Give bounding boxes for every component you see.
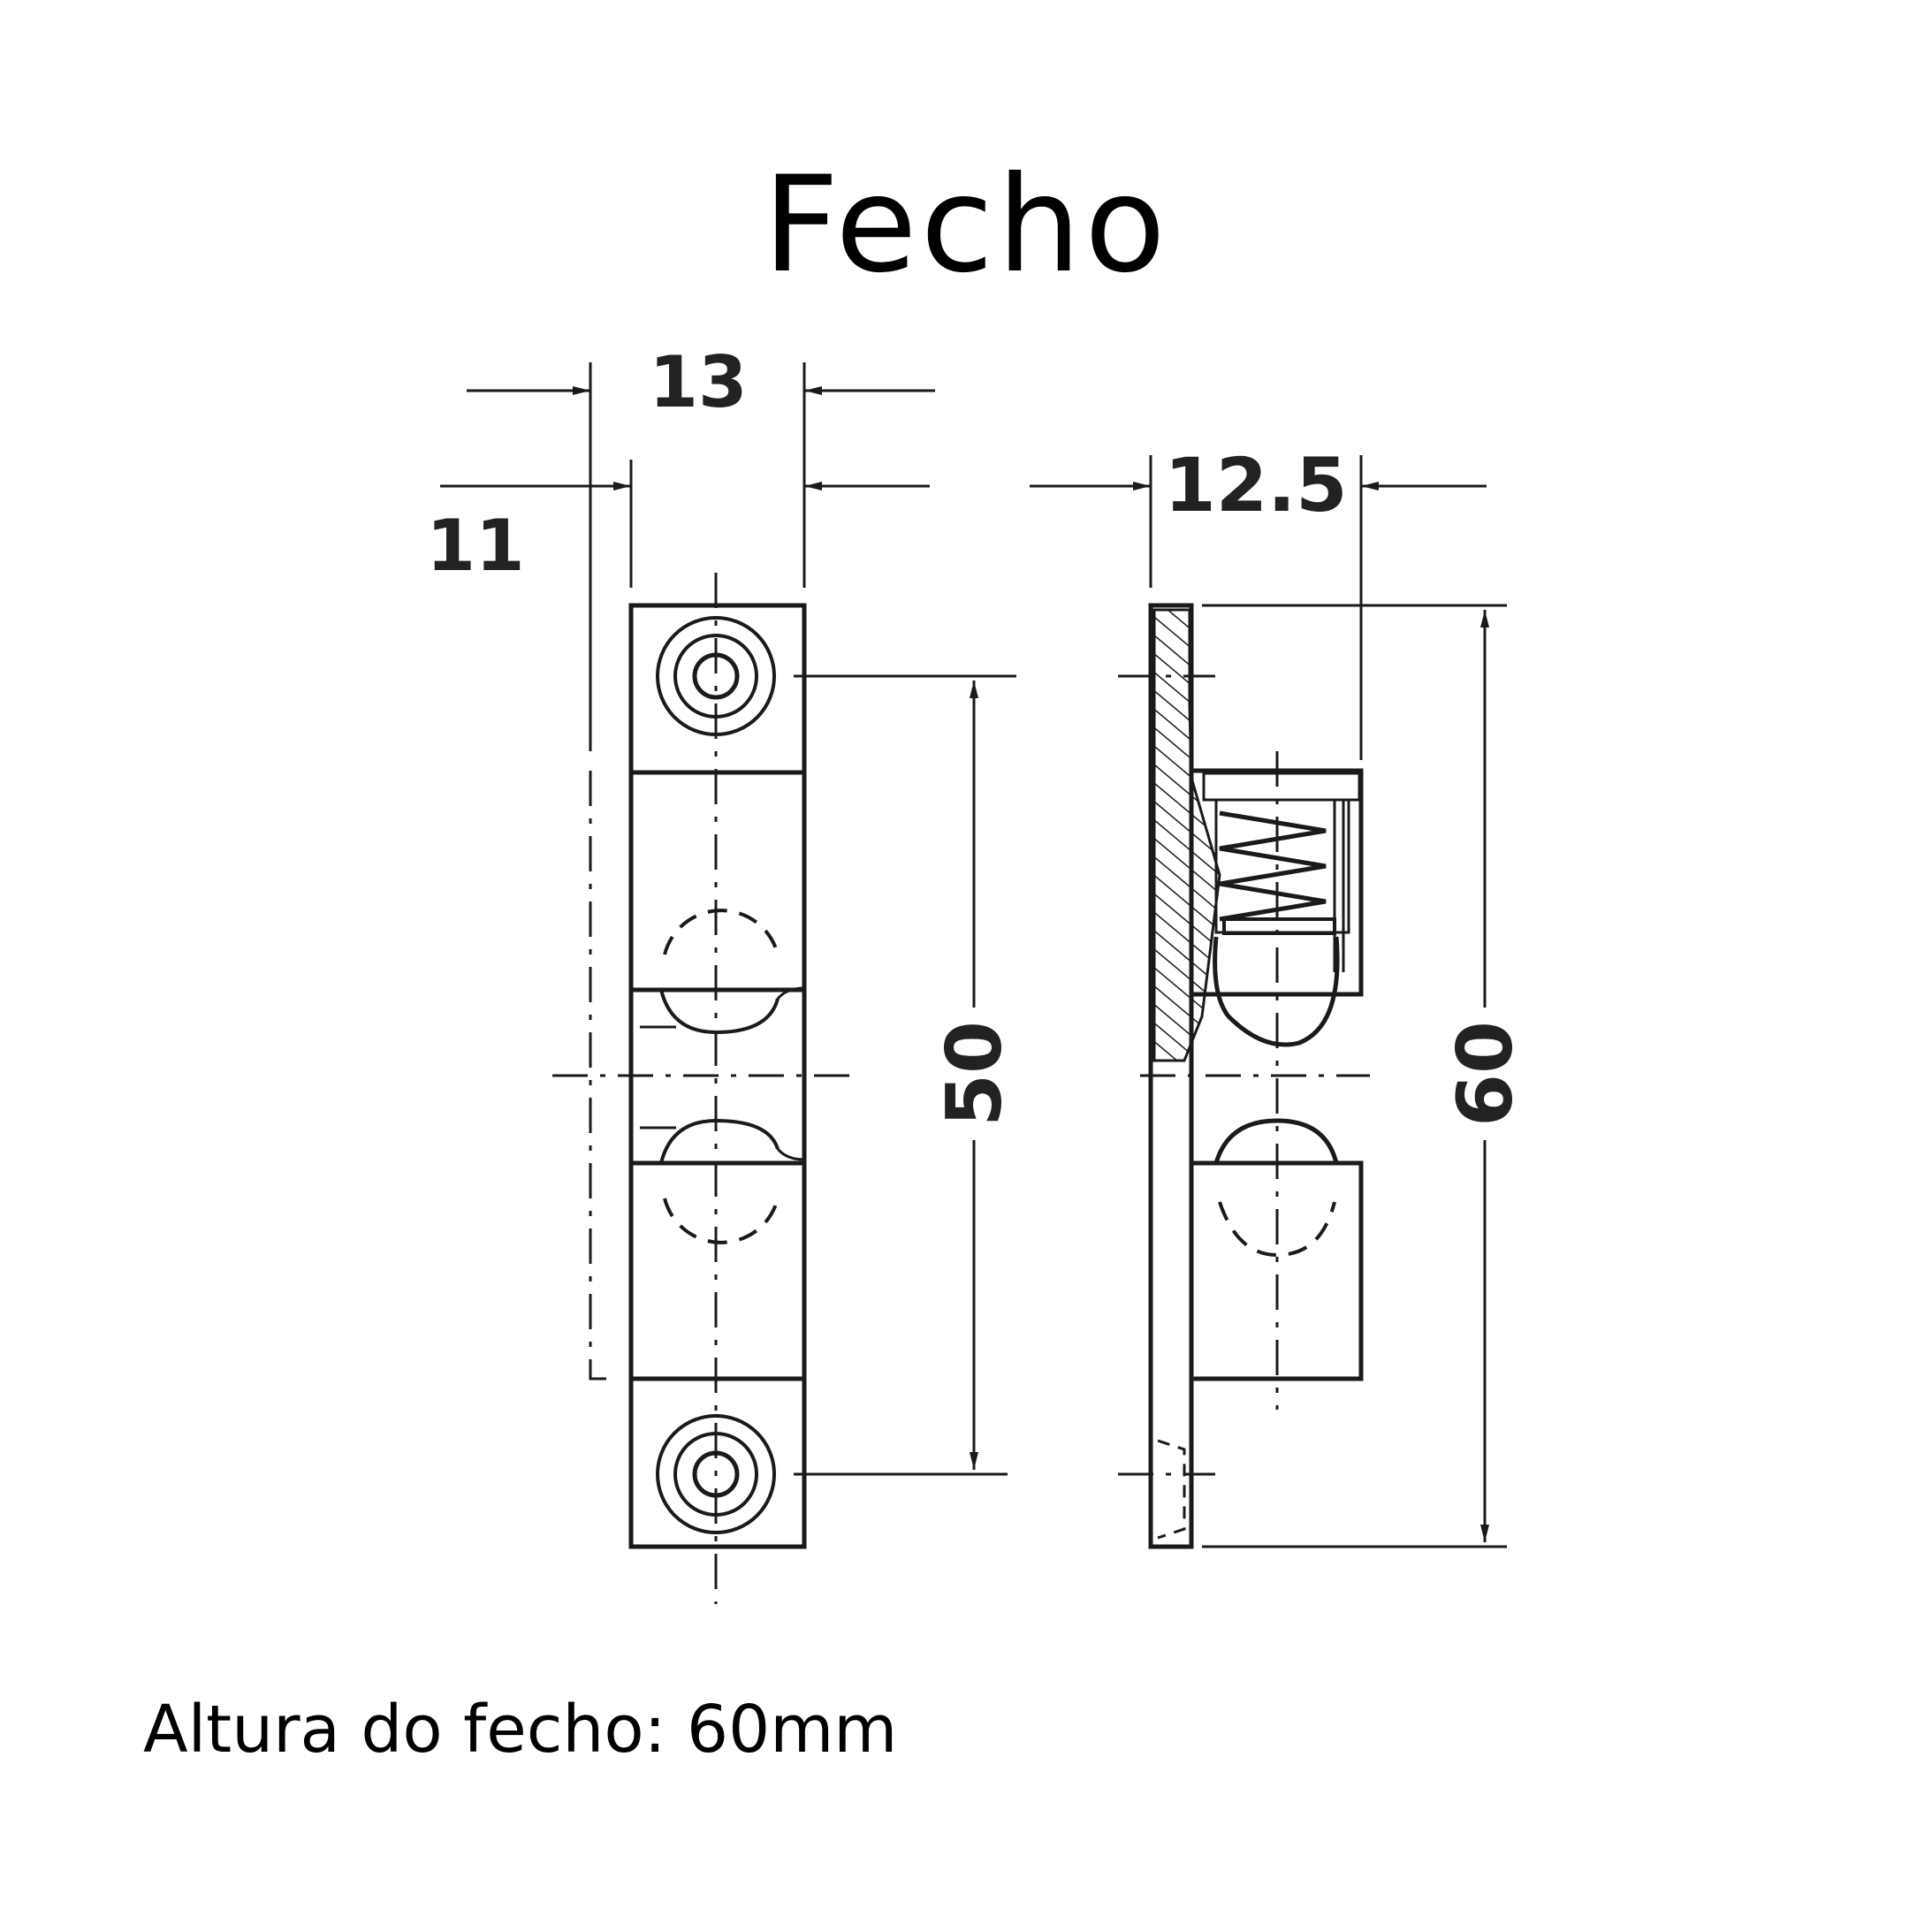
dimension-label-50: 50	[931, 1021, 1019, 1127]
side-lower-ball	[1213, 1118, 1339, 1164]
mounting-outline	[589, 771, 610, 1381]
caption: Altura do fecho: 60mm	[143, 1692, 898, 1768]
dimension-width-11: 11	[426, 460, 930, 588]
dimension-label-12-5: 12.5	[1164, 442, 1347, 529]
upper-ball	[640, 909, 805, 1035]
dimension-label-60: 60	[1441, 1021, 1530, 1127]
dimension-height-60: 60	[1202, 604, 1530, 1548]
side-upper-ball	[1213, 936, 1340, 1047]
lower-ball	[640, 1118, 805, 1244]
page-title: Fecho	[763, 148, 1169, 302]
spring-icon	[1219, 810, 1327, 922]
dimension-label-13: 13	[649, 341, 747, 423]
dimension-label-11: 11	[426, 505, 524, 587]
front-view	[552, 573, 1016, 1604]
dimension-spacing-50: 50	[931, 681, 1019, 1470]
dimension-depth-12-5: 12.5	[1030, 442, 1487, 760]
side-view	[1118, 603, 1370, 1549]
dimension-width-13: 13	[467, 341, 935, 751]
spring-housing	[1202, 772, 1361, 972]
